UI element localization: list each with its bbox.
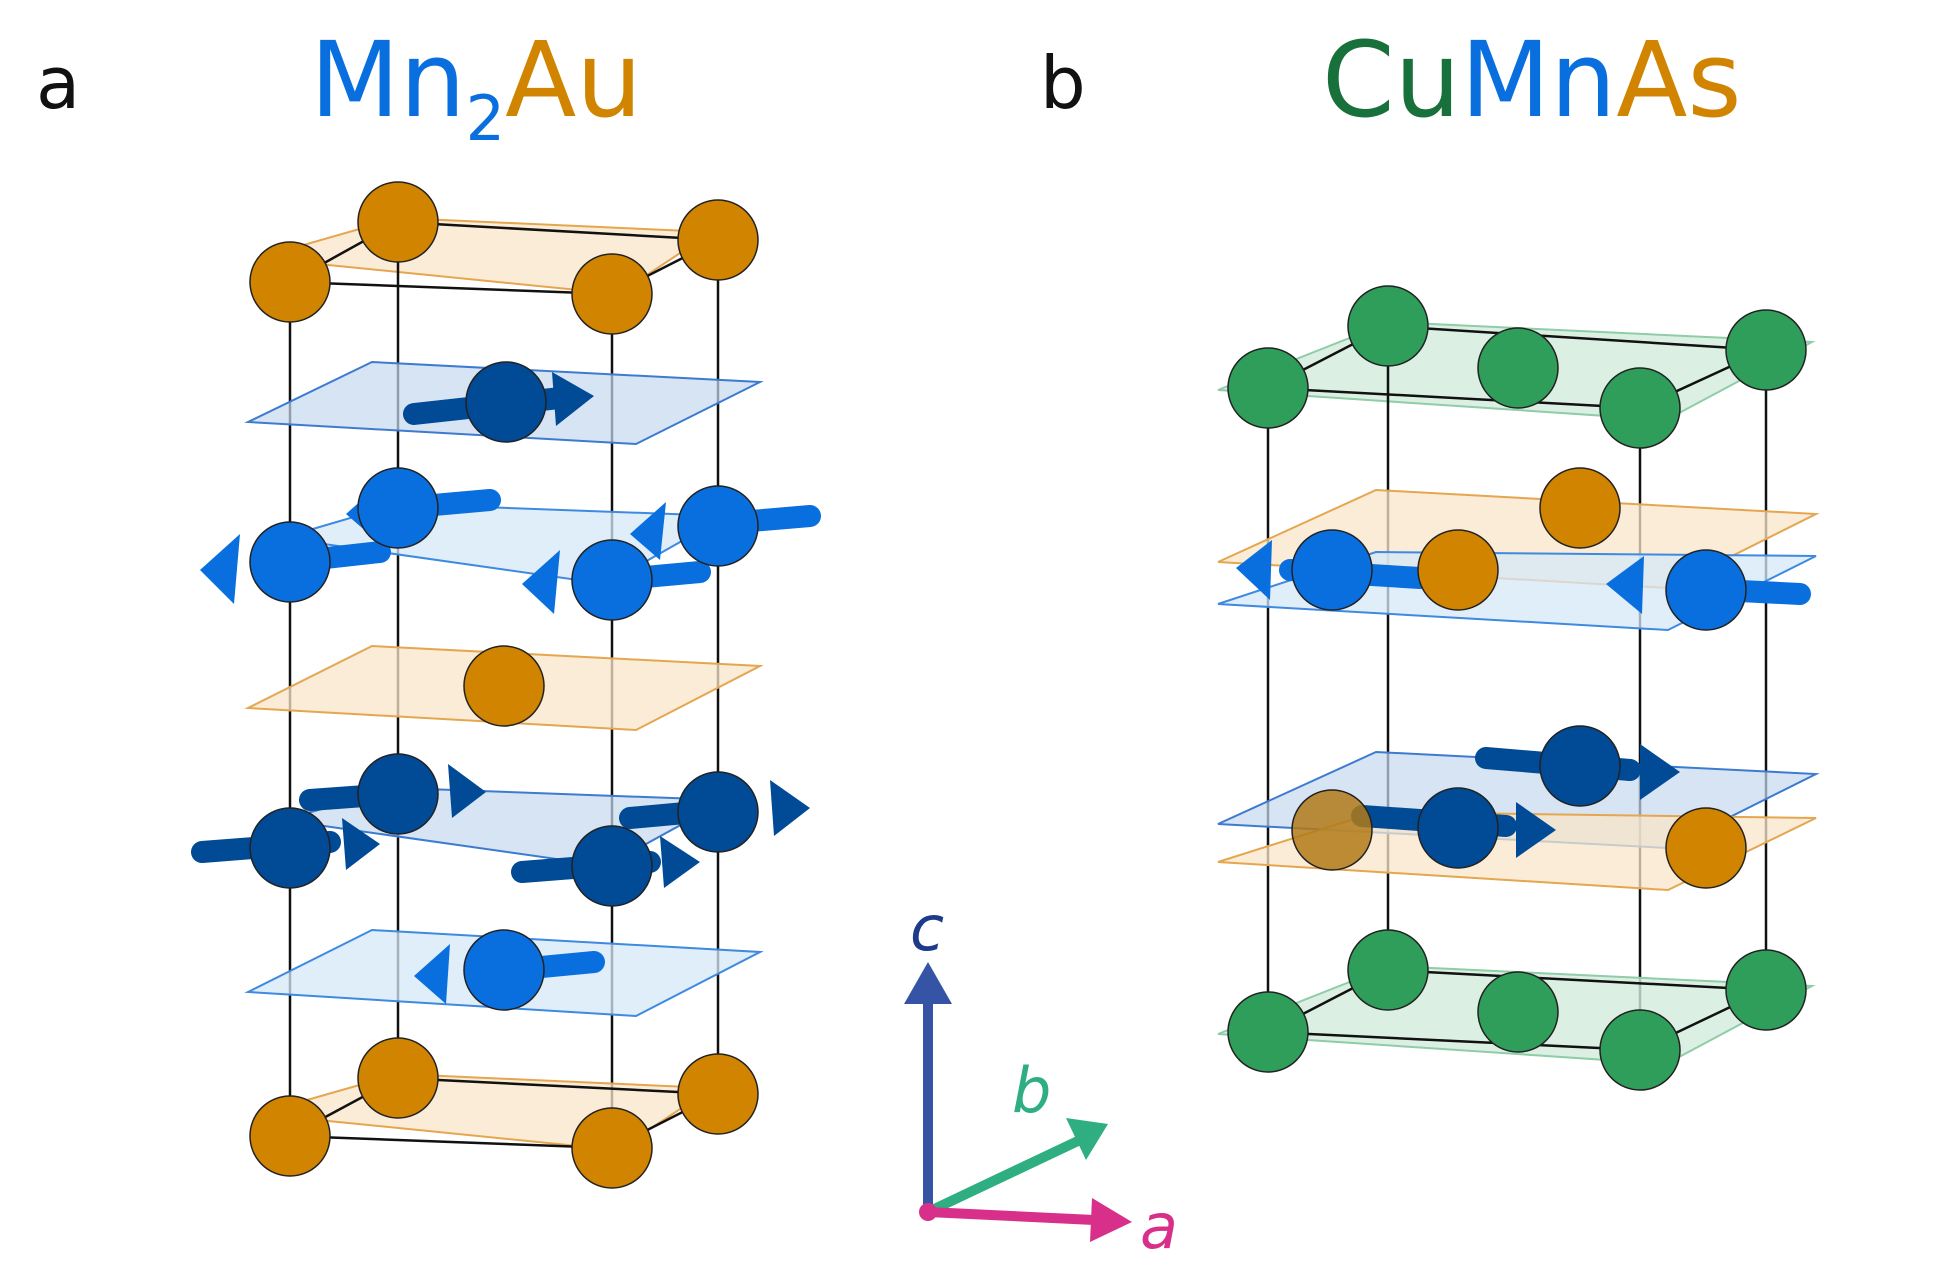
cu-atom [1477,971,1559,1053]
as-atom [1665,807,1747,889]
mn-atoms-dark [249,753,759,907]
cu-atom [1477,327,1559,409]
au-atoms-top [249,181,759,335]
mn-atom-dark [465,361,547,443]
au-atoms-bottom [249,1037,759,1189]
cu-atom [1227,991,1309,1073]
cu-atom [1599,1009,1681,1091]
as-atom [1417,529,1499,611]
mn-atom-light [357,467,439,549]
cu-atoms-top [1227,285,1807,449]
au-atom [357,1037,439,1119]
panel-b-structure [1217,285,1820,1091]
panel-a-structure [191,181,821,1189]
au-atom [249,241,331,323]
panel-a-letter: a [36,41,80,125]
cu-atom [1347,285,1429,367]
mn-atom-light [249,521,331,603]
au-atom [571,253,653,335]
mn-atom-dark [357,753,439,835]
au-atom [677,199,759,281]
mn-atom-dark [571,825,653,907]
mn-atom-dark [249,807,331,889]
cu-atom [1227,347,1309,429]
axis-b-label: b [1012,1054,1051,1127]
mn-atom-light [571,539,653,621]
cu-atom [1347,929,1429,1011]
mn-atom-light [463,929,545,1011]
mn-atom-light [1665,549,1747,631]
mn-atom-dark [1539,725,1621,807]
panel-b-letter: b [1040,41,1086,125]
cu-atom [1725,949,1807,1031]
au-atom-center [463,645,545,727]
axis-origin [919,1203,937,1221]
axis-b-arrow [925,1135,1083,1217]
panel-b-title: CuMnAs [1322,19,1742,141]
title-au: Au [505,19,642,141]
axis-a-label: a [1140,1190,1178,1263]
title-mn-subscript: 2 [466,82,505,155]
title-cu: Cu [1322,19,1461,141]
au-atom [677,1053,759,1135]
unit-cell-edges-b [1266,324,1768,1050]
axis-c-label: c [910,892,944,965]
mn-atom-light [677,485,759,567]
cu-atom [1725,309,1807,391]
mn-atom-light [1291,529,1373,611]
au-atom [571,1107,653,1189]
panel-a-title: Mn2Au [310,19,642,155]
as-atom [1539,467,1621,549]
as-atom [1291,789,1373,871]
mn-atom-dark [1417,787,1499,869]
title-as: As [1616,19,1741,141]
axis-a-arrow [927,1207,1095,1225]
title-mn: Mn [1461,19,1617,141]
cu-atom [1599,367,1681,449]
au-atom [357,181,439,263]
crystal-axes: c b a [904,892,1178,1263]
title-mn: Mn [310,19,466,141]
mn-atom-dark [677,771,759,853]
au-atom [249,1095,331,1177]
mn-atoms-light [249,467,759,621]
cu-atoms-bottom [1227,929,1807,1091]
